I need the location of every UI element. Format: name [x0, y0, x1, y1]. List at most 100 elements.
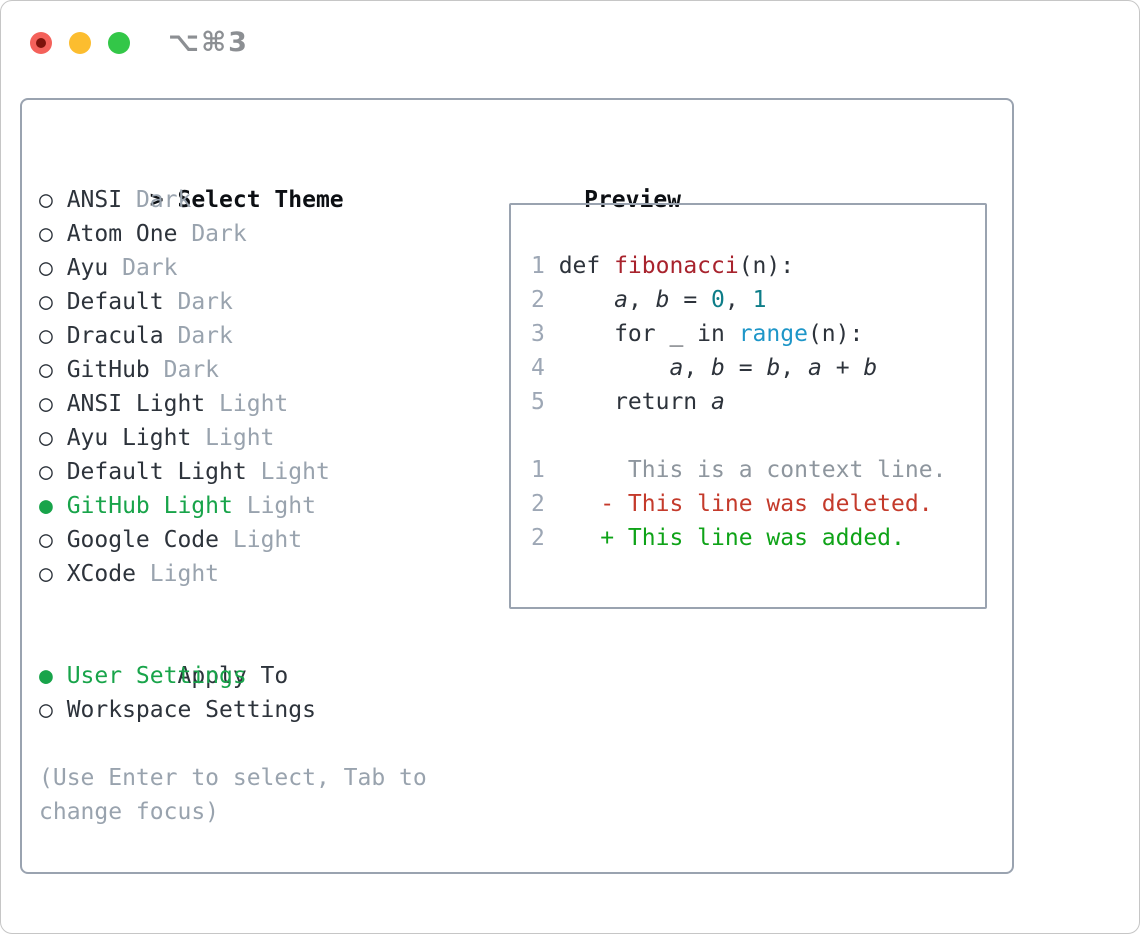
radio-unselected-icon: ○	[39, 323, 53, 349]
titlebar: ⌥⌘3	[30, 27, 249, 58]
theme-option[interactable]: ○Default Dark	[39, 285, 473, 319]
theme-option[interactable]: ○ANSI Dark	[39, 183, 473, 217]
apply-to-option[interactable]: ○ Workspace Settings	[39, 693, 473, 727]
theme-option[interactable]: ○Ayu Light Light	[39, 421, 473, 455]
radio-unselected-icon: ○	[39, 425, 53, 451]
theme-name: Dracula	[66, 323, 164, 349]
code-token: b	[711, 355, 725, 381]
window-title: ⌥⌘3	[168, 27, 249, 58]
theme-option[interactable]: ○ Atom One Dark	[39, 217, 473, 251]
code-token: range	[738, 321, 808, 347]
theme-variant: Dark	[191, 221, 247, 247]
code-token: ,	[724, 287, 753, 313]
theme-variant: Light	[149, 561, 220, 587]
theme-variant: Dark	[163, 357, 220, 383]
theme-list: ○ANSI Dark○Atom One Dark○Ayu Dark○Defaul…	[39, 183, 473, 591]
code-token: ,	[780, 355, 808, 381]
radio-unselected-icon: ○	[39, 527, 53, 553]
preview-line: 3 for _ in range(n):	[531, 317, 985, 351]
line-number: 4	[531, 355, 545, 381]
code-token	[559, 355, 670, 381]
close-button-dot	[36, 37, 46, 48]
apply-to-title: Apply To	[177, 663, 289, 689]
code-token: (n):	[807, 321, 864, 347]
preview-line: 1 This is a context line.	[531, 453, 985, 487]
theme-variant: Light	[246, 493, 316, 519]
preview-line: 2 + This line was added.	[531, 521, 985, 555]
minimize-button[interactable]	[69, 31, 91, 54]
radio-unselected-icon: ○	[39, 187, 53, 213]
theme-variant: Light	[232, 527, 303, 553]
spacer-row	[39, 727, 473, 761]
theme-name: XCode	[66, 561, 136, 587]
theme-name: Ayu	[66, 255, 109, 281]
radio-unselected-icon: ○	[39, 357, 53, 383]
apply-to-option[interactable]: ● User Settings	[39, 659, 473, 693]
line-number: 3	[531, 321, 545, 347]
code-token: + This line was added.	[558, 525, 905, 551]
theme-list-title: Select Theme	[177, 187, 344, 213]
code-token: =	[669, 287, 712, 313]
preview-header: Preview	[501, 149, 681, 213]
code-token: (n):	[738, 253, 795, 279]
line-number: 2	[531, 287, 545, 313]
radio-unselected-icon: ○	[39, 221, 53, 247]
theme-option[interactable]: ○ANSI Light Light	[39, 387, 473, 421]
code-token: fibonacci	[614, 253, 739, 279]
preview-line: 5 return a	[531, 385, 985, 419]
radio-selected-icon: ●	[39, 493, 53, 519]
close-button[interactable]	[30, 31, 52, 54]
code-token: b	[863, 355, 878, 381]
theme-option[interactable]: ● GitHub Light Light	[39, 489, 473, 523]
preview-line: 2 a, b = 0, 1	[531, 283, 985, 317]
theme-variant: Light	[260, 459, 330, 485]
code-token: - This line was deleted.	[558, 491, 933, 517]
theme-option[interactable]: ○Dracula Dark	[39, 319, 473, 353]
apply-to-label: User Settings	[66, 663, 247, 689]
theme-name: GitHub Light	[66, 493, 233, 519]
theme-option[interactable]: ○GitHub Dark	[39, 353, 473, 387]
radio-unselected-icon: ○	[39, 697, 53, 723]
radio-selected-icon: ●	[39, 663, 53, 689]
code-token: a	[808, 355, 822, 381]
focus-caret-icon: >	[149, 187, 164, 213]
preview-line: 4 a, b = b, a + b	[531, 351, 985, 385]
radio-unselected-icon: ○	[39, 255, 53, 281]
code-token: b	[766, 355, 781, 381]
radio-unselected-icon: ○	[39, 391, 53, 417]
theme-option[interactable]: ○XCode Light	[39, 557, 473, 591]
theme-name: ANSI Light	[66, 391, 206, 417]
code-token: a	[669, 355, 684, 381]
theme-name: Default Light	[66, 459, 247, 485]
zoom-button[interactable]	[108, 31, 130, 54]
line-number: 2	[531, 491, 545, 517]
theme-list-header: > Select Theme	[39, 149, 473, 213]
theme-option[interactable]: ○Ayu Dark	[39, 251, 473, 285]
code-token: a	[614, 287, 628, 313]
code-token: return	[558, 389, 712, 415]
theme-option[interactable]: ○ Default Light Light	[39, 455, 473, 489]
code-token: ,	[627, 287, 656, 313]
radio-unselected-icon: ○	[39, 459, 53, 485]
apply-to-list: ● User Settings ○ Workspace Settings	[39, 659, 473, 727]
code-token: =	[724, 355, 767, 381]
theme-variant: Dark	[135, 187, 192, 213]
code-token	[559, 287, 614, 313]
preview-line	[531, 419, 985, 453]
apply-to-label: Workspace Settings	[66, 697, 316, 723]
theme-name: Google Code	[66, 527, 220, 553]
line-number: 2	[531, 525, 545, 551]
theme-column: >Select Theme ○ANSI Dark○Atom One Dark○A…	[39, 149, 473, 829]
line-number: 5	[531, 389, 545, 415]
line-number: 1	[531, 253, 545, 279]
radio-unselected-icon: ○	[39, 289, 53, 315]
code-token: 0	[711, 287, 725, 313]
apply-to-header: Apply To	[39, 625, 473, 689]
preview-line: 2 - This line was deleted.	[531, 487, 985, 521]
theme-option[interactable]: ○ Google Code Light	[39, 523, 473, 557]
theme-name: Atom One	[66, 221, 178, 247]
theme-name: Ayu Light	[66, 425, 192, 451]
theme-name: Default	[66, 289, 164, 315]
